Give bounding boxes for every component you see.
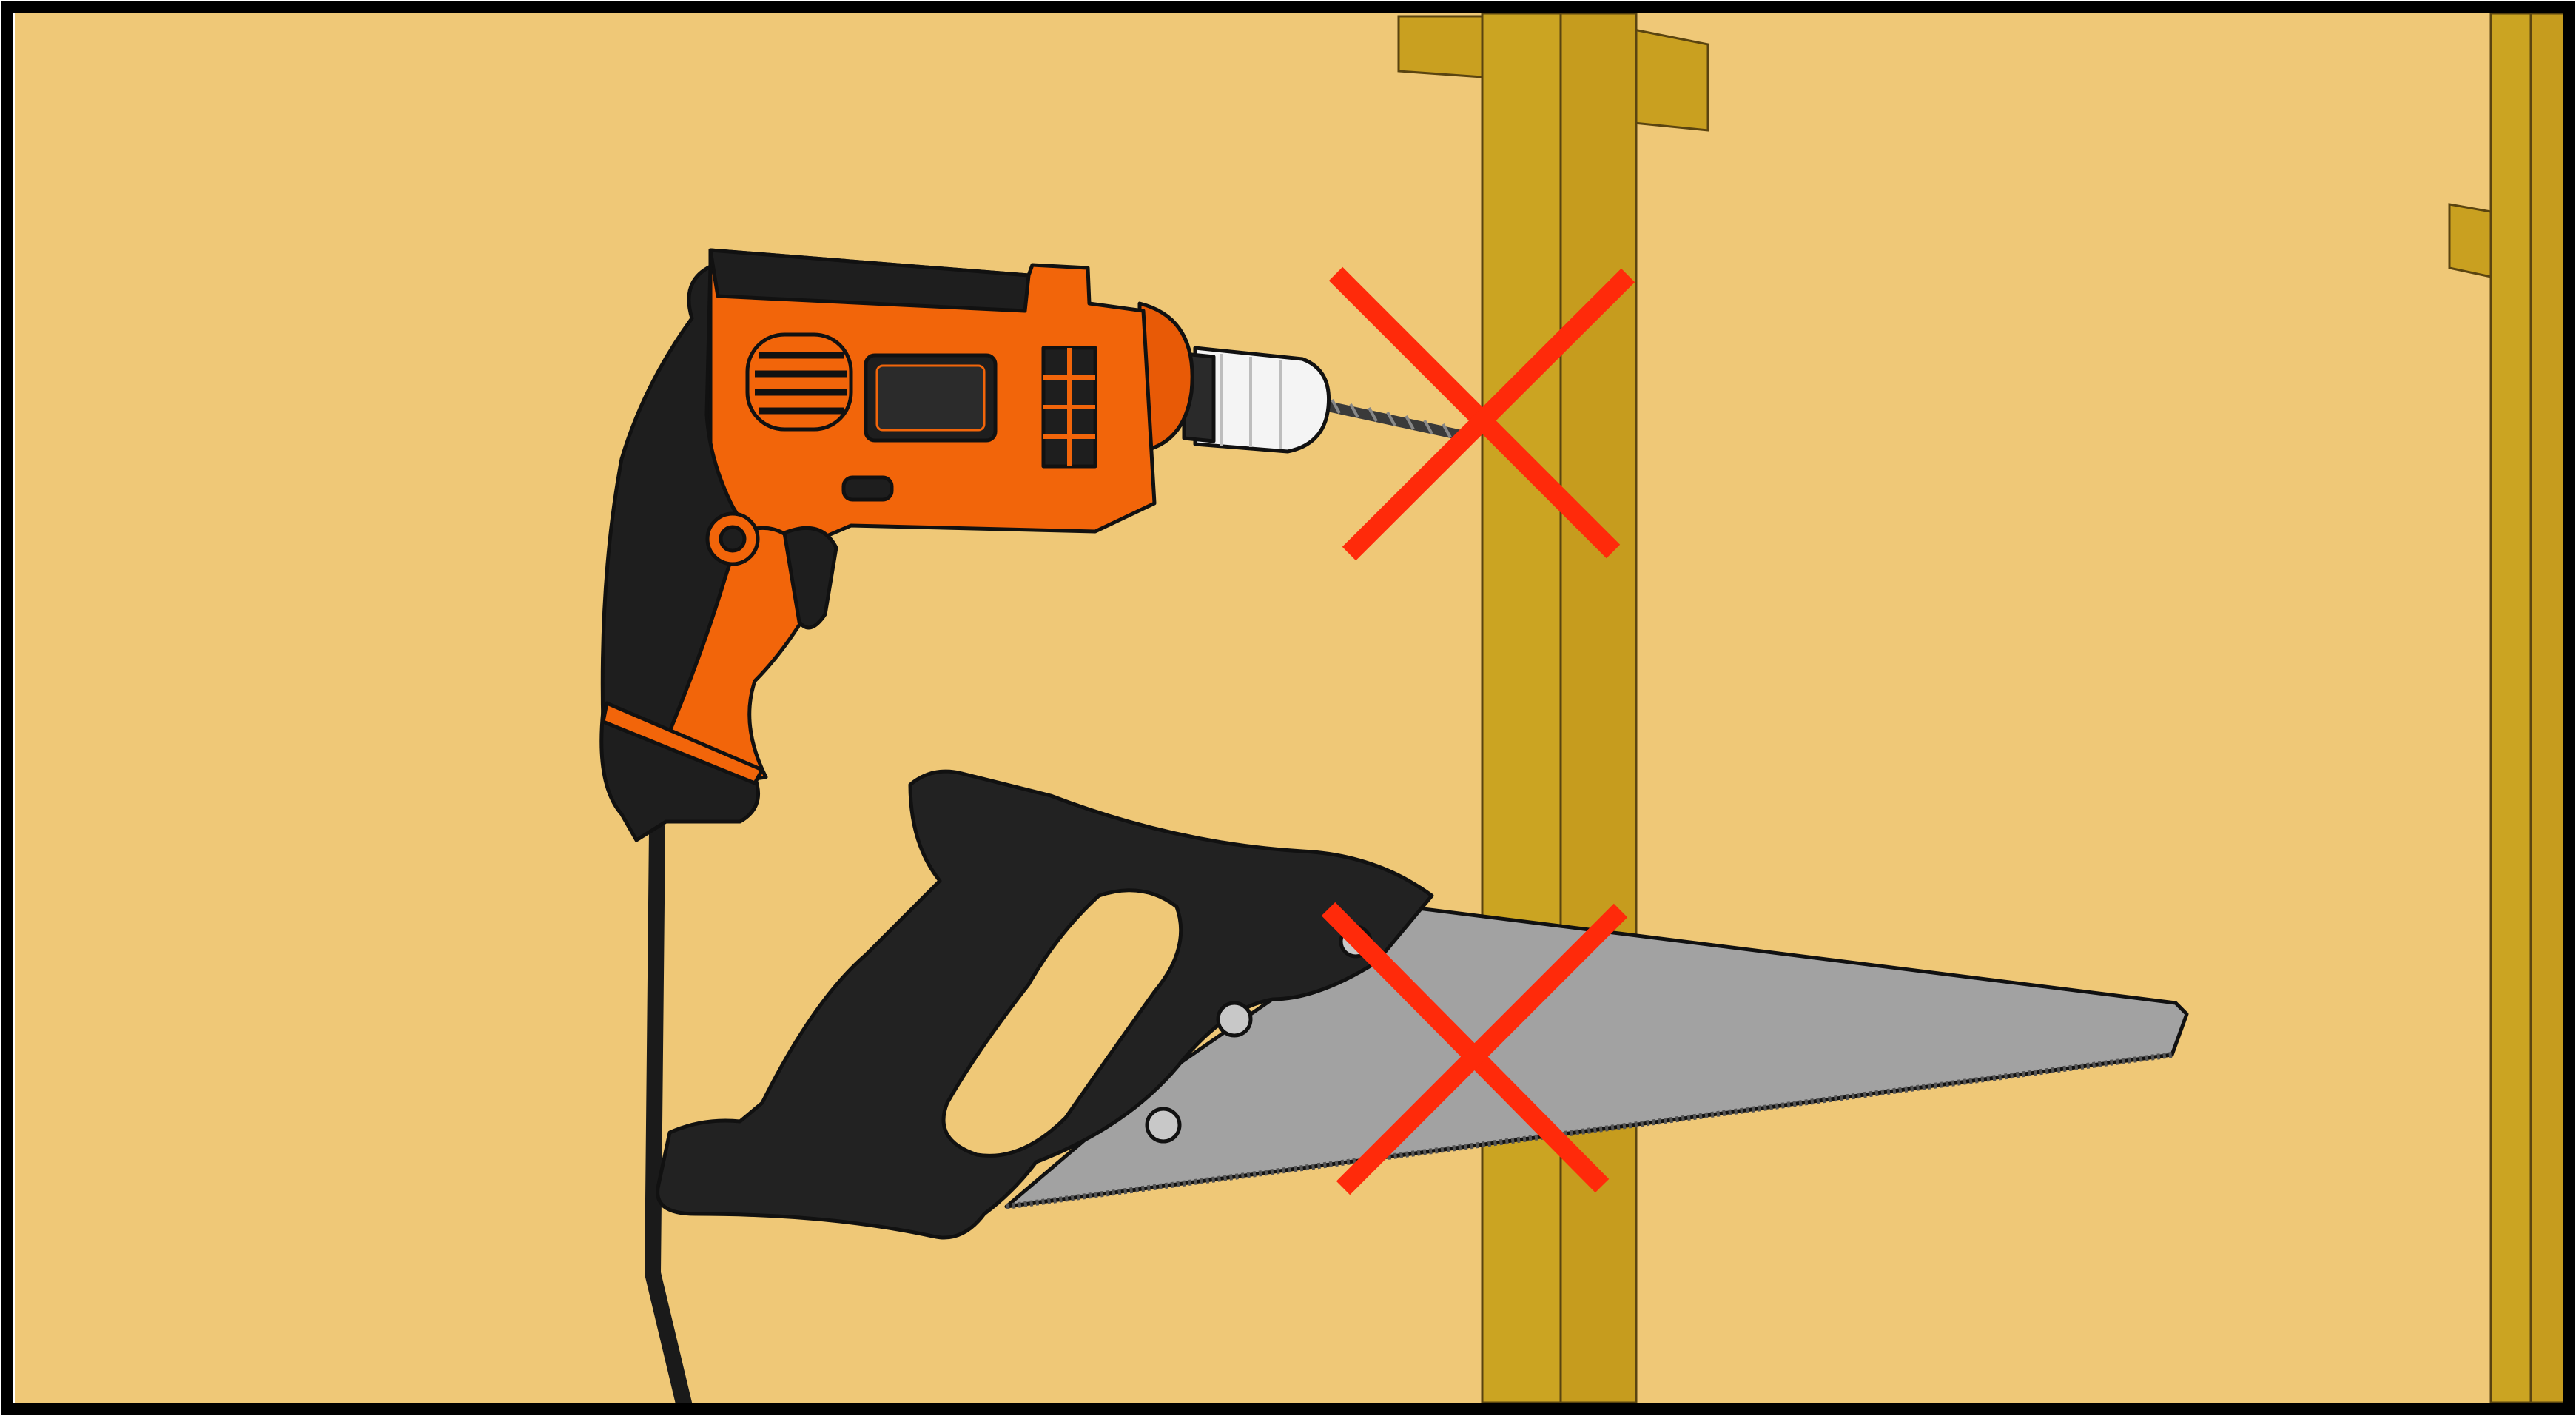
drywall-background <box>15 13 2561 1403</box>
drill-vents-front <box>747 335 851 429</box>
saw-rivet <box>1147 1109 1180 1141</box>
drill-vents-rear <box>1043 348 1095 466</box>
saw-rivet <box>1218 1003 1251 1036</box>
